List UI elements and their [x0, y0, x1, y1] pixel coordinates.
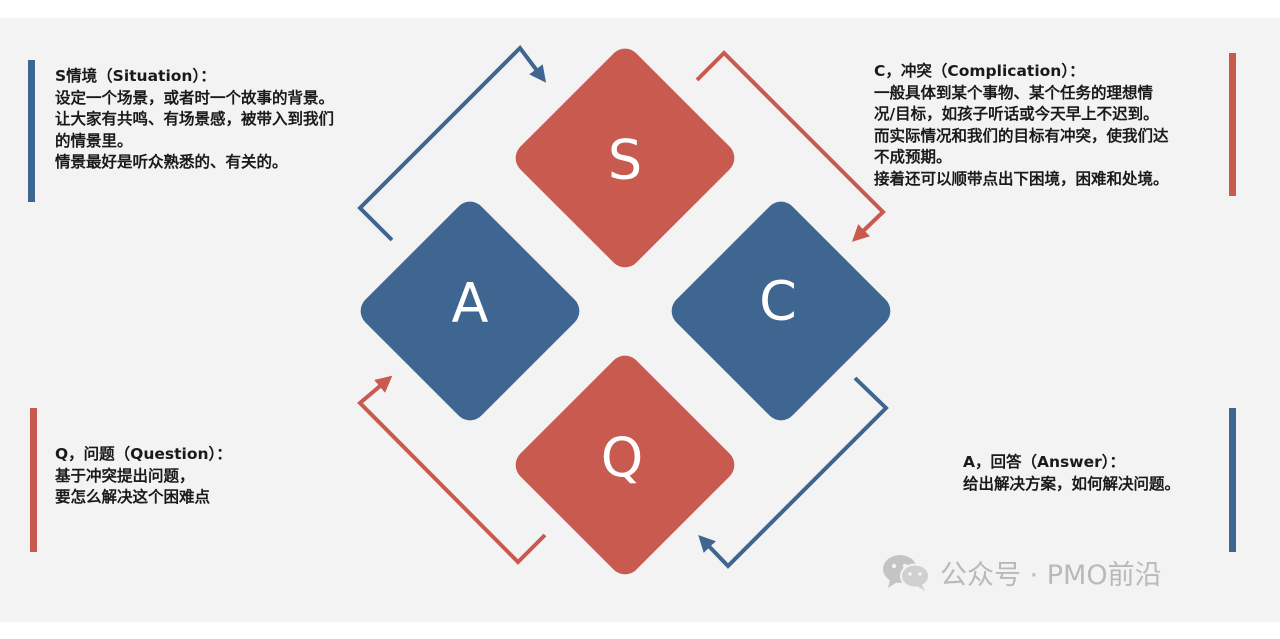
complication-line: 一般具体到某个事物、某个任务的理想情 — [874, 83, 1154, 102]
answer-heading: A，回答（Answer）： — [963, 453, 1125, 471]
arrow-q-to-a — [357, 375, 547, 565]
situation-line: 设定一个场景，或者时一个故事的背景。 — [55, 88, 335, 107]
answer-accent-bar — [1229, 408, 1236, 552]
situation-line: 的情景里。 — [55, 131, 133, 150]
question-line: 基于冲突提出问题， — [55, 466, 195, 485]
diamond-q: Q — [515, 355, 735, 575]
complication-line: 况/目标，如孩子听话或今天早上不迟到。 — [874, 105, 1159, 123]
complication-heading: C，冲突（Complication）： — [874, 62, 1085, 80]
complication-line: 而实际情况和我们的目标有冲突，使我们达 — [874, 126, 1169, 145]
situation-line: 让大家有共鸣、有场景感，被带入到我们 — [55, 110, 335, 128]
answer-line: 给出解决方案，如何解决问题。 — [963, 474, 1181, 493]
answer-text-block: A，回答（Answer）： 给出解决方案，如何解决问题。 — [963, 452, 1180, 495]
question-accent-bar — [30, 408, 37, 552]
watermark-text: 公众号 · PMO前沿 — [940, 559, 1162, 591]
diamond-q-letter: Q — [601, 427, 644, 490]
situation-accent-bar — [28, 60, 35, 202]
complication-line: 接着还可以顺带点出下困境，困难和处境。 — [874, 169, 1169, 188]
diamond-c: C — [671, 201, 891, 421]
complication-text-block: C，冲突（Complication）： 一般具体到某个事物、某个任务的理想情 况… — [874, 61, 1169, 190]
diamond-s: S — [515, 48, 735, 268]
arrow-c-to-a — [698, 376, 889, 569]
complication-accent-bar — [1229, 53, 1236, 196]
question-text-block: Q，问题（Question）： 基于冲突提出问题， 要怎么解决这个困难点 — [55, 444, 232, 509]
diamond-s-letter: S — [608, 129, 642, 192]
wechat-icon — [883, 555, 930, 591]
watermark: 公众号 · PMO前沿 — [880, 552, 1162, 592]
diamond-c-letter: C — [759, 270, 797, 333]
arrow-s-to-c — [695, 50, 886, 242]
situation-line: 情景最好是听众熟悉的、有关的。 — [55, 153, 288, 171]
question-line: 要怎么解决这个困难点 — [55, 488, 211, 506]
arrow-a-to-s — [357, 44, 547, 242]
diamond-a: A — [360, 201, 580, 421]
question-heading: Q，问题（Question）： — [55, 445, 232, 463]
situation-heading: S情境（Situation）： — [55, 67, 216, 85]
diamond-a-letter: A — [452, 272, 489, 335]
situation-text-block: S情境（Situation）： 设定一个场景，或者时一个故事的背景。 让大家有共… — [55, 66, 334, 174]
complication-line: 不成预期。 — [874, 148, 952, 166]
